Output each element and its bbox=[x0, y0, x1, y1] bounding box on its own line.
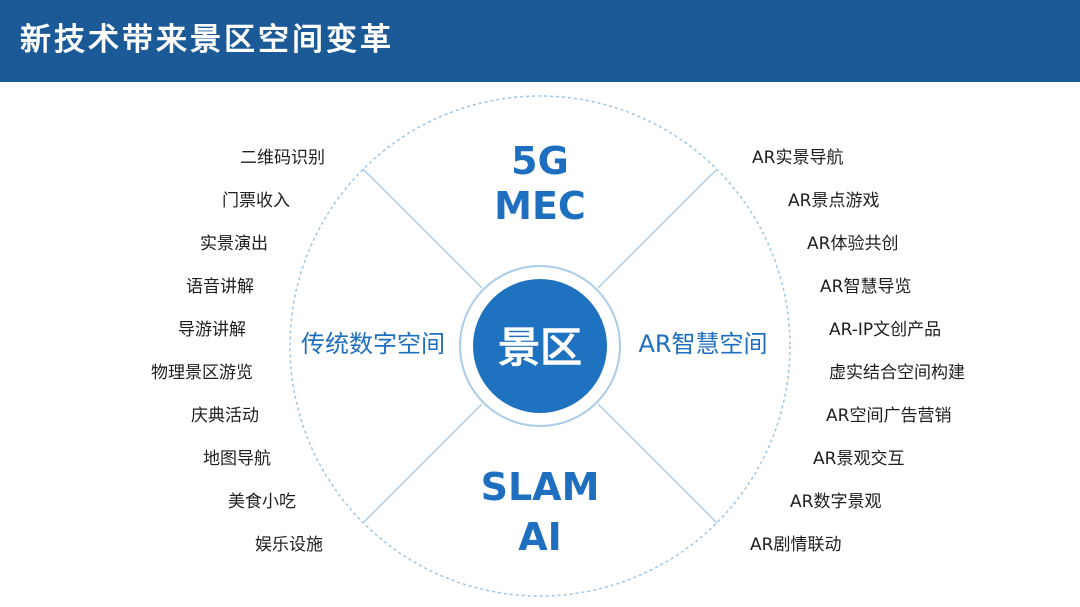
center-label: 景区 bbox=[498, 323, 582, 372]
divider-top-right bbox=[597, 168, 718, 289]
divider-top-left bbox=[362, 168, 483, 289]
right-label: AR智慧空间 bbox=[638, 330, 767, 358]
top-label-2: MEC bbox=[494, 184, 586, 228]
header-bar: 新技术带来景区空间变革 bbox=[0, 0, 1080, 82]
circle-diagram: 景区 5G MEC SLAM AI 传统数字空间 AR智慧空间 bbox=[289, 95, 791, 597]
bottom-label-1: SLAM bbox=[481, 465, 600, 509]
top-label-1: 5G bbox=[511, 139, 569, 183]
outer-ring bbox=[289, 95, 791, 597]
page-title: 新技术带来景区空间变革 bbox=[20, 22, 394, 58]
center-circle bbox=[473, 279, 607, 413]
divider-bottom-right bbox=[597, 403, 718, 524]
divider-bottom-left bbox=[362, 403, 483, 524]
bottom-label-2: AI bbox=[518, 515, 562, 559]
left-label: 传统数字空间 bbox=[301, 330, 445, 358]
